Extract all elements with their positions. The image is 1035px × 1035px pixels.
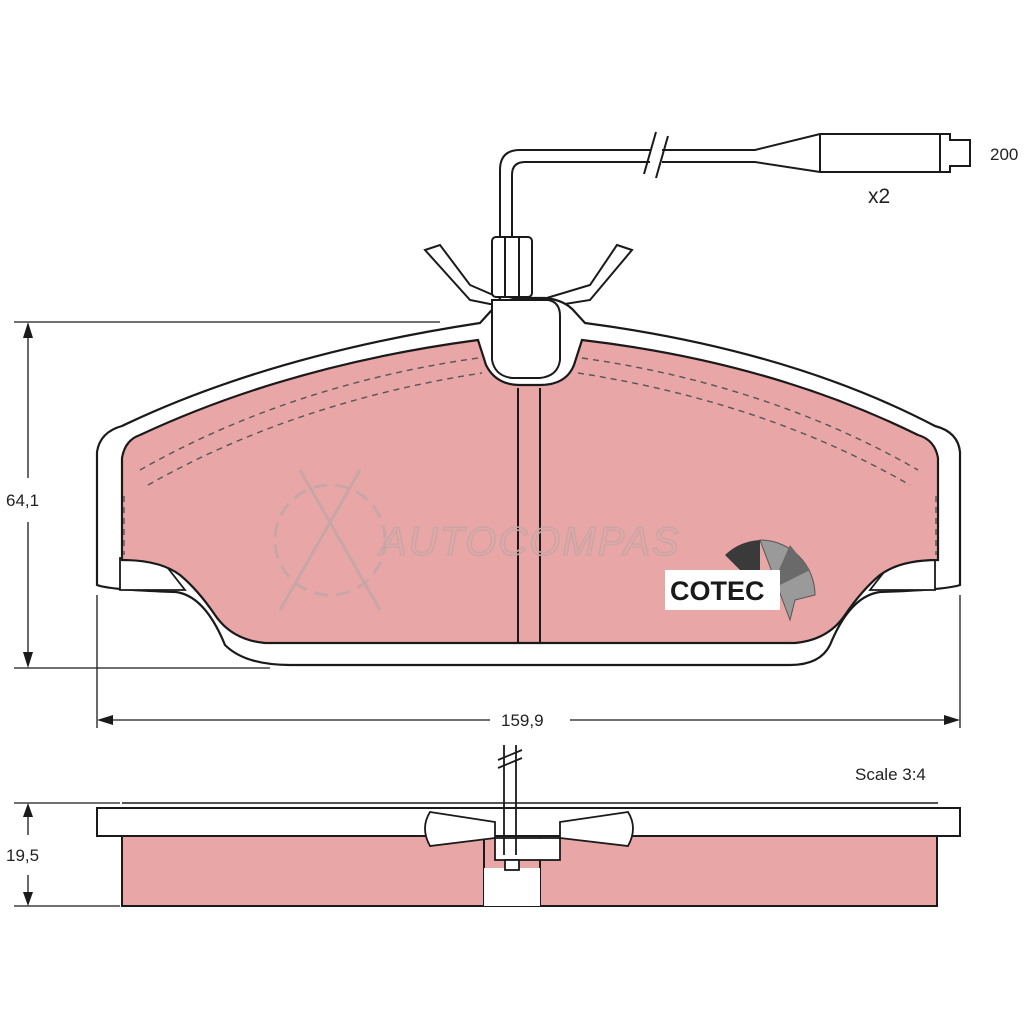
thickness-label: 19,5 bbox=[6, 846, 39, 865]
width-label: 159,9 bbox=[501, 711, 544, 730]
cotec-logo-text: COTEC bbox=[670, 576, 765, 606]
height-dimension bbox=[14, 321, 440, 669]
side-lugs bbox=[119, 557, 936, 591]
cable-length-label: 200 bbox=[990, 145, 1018, 164]
hidden-lines bbox=[123, 357, 937, 555]
watermark-text: AUTOCOMPAS bbox=[378, 520, 681, 564]
thickness-dimension bbox=[14, 802, 120, 907]
center-slot bbox=[517, 388, 541, 643]
width-dimension bbox=[96, 595, 961, 728]
sensor-cup bbox=[491, 299, 561, 379]
scale-label: Scale 3:4 bbox=[855, 765, 926, 784]
cotec-logo: COTEC bbox=[665, 539, 816, 622]
spring-clip bbox=[423, 236, 634, 310]
wear-sensor-cable bbox=[499, 131, 971, 290]
height-label: 64,1 bbox=[6, 491, 39, 510]
friction-material bbox=[120, 338, 940, 645]
side-view-clip bbox=[424, 745, 634, 871]
quantity-label: x2 bbox=[868, 185, 890, 208]
watermark-gear-icon bbox=[273, 469, 387, 611]
watermark: AUTOCOMPAS bbox=[273, 469, 681, 611]
